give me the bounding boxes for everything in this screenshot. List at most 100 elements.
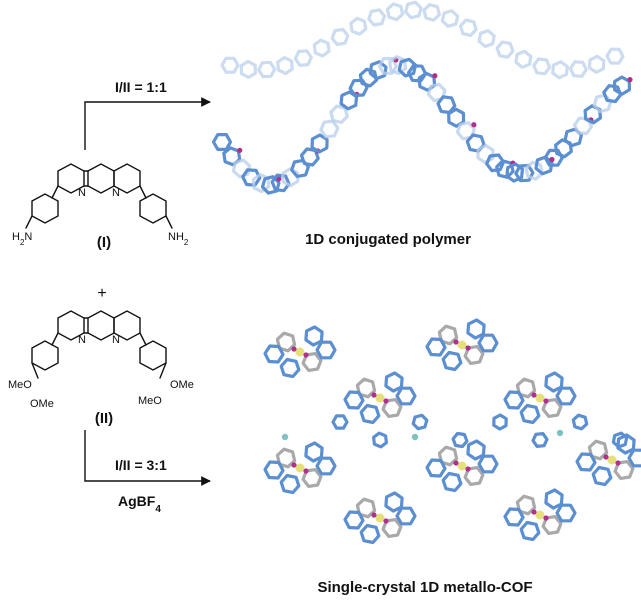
- polymer-ring: [281, 167, 300, 188]
- polymer-ring: [592, 93, 613, 114]
- cof-nitrogen-atom: [543, 398, 549, 404]
- cof-nitrogen-atom: [383, 518, 389, 524]
- cof-linker-ring: [411, 413, 429, 431]
- polymer-ring: [514, 163, 535, 183]
- cof-linker-ring: [331, 414, 349, 430]
- cof-nitrogen-atom: [465, 466, 471, 472]
- cof-blue-ring: [477, 454, 499, 474]
- cof-silver-atom: [457, 340, 467, 350]
- cof-grey-ring: [437, 445, 459, 467]
- polymer-ring: [348, 78, 369, 98]
- monomer-II-acetal-right-2: OMe: [170, 379, 194, 391]
- polymer-ring: [367, 8, 387, 27]
- metallo-cof-structure-render: [263, 318, 641, 545]
- cof-silver-atom: [375, 393, 385, 403]
- monomer-II-acetal-left-1: MeO: [8, 379, 32, 391]
- top-reaction-arrow: [84, 97, 211, 150]
- polymer-ring: [231, 158, 252, 179]
- polymer-ring: [568, 60, 588, 78]
- cof-nitrogen-atom: [615, 460, 621, 466]
- cof-nitrogen-atom: [371, 392, 377, 398]
- cof-linker-ring: [531, 432, 549, 448]
- cof-blue-ring: [466, 439, 486, 461]
- polymer-ring: [495, 40, 515, 59]
- polymer-ring: [505, 162, 525, 183]
- polymer-ring: [276, 55, 294, 76]
- monomer-I-N-right: N: [112, 187, 120, 199]
- cof-silver-atom: [295, 347, 305, 357]
- cof-blue-ring: [395, 386, 417, 406]
- cof-silver-atom: [535, 510, 545, 520]
- cof-nitrogen-atom: [291, 346, 297, 352]
- polymer-ring: [447, 107, 466, 128]
- polymer-ring: [440, 9, 460, 28]
- polymer-ring: [532, 57, 552, 76]
- polymer-ring: [605, 47, 625, 65]
- polymer-ring: [458, 18, 478, 38]
- cof-blue-ring: [384, 491, 404, 513]
- polymer-ring: [358, 67, 378, 88]
- cof-blue-ring: [555, 386, 577, 406]
- cof-grey-ring: [515, 377, 537, 399]
- polymer-ring: [385, 2, 405, 22]
- polymer-ring: [455, 121, 476, 141]
- polymer-nitrogen-atom: [471, 122, 477, 128]
- polymer-nitrogen-atom: [276, 176, 282, 182]
- polymer-ring: [319, 119, 340, 139]
- polymer-ring: [290, 158, 310, 178]
- reagent-label: AgBF4: [118, 493, 161, 515]
- cof-grey-ring: [437, 324, 459, 346]
- cof-blue-ring: [425, 337, 447, 357]
- monomer-I-amine-left: H2N: [12, 231, 32, 247]
- cof-blue-ring: [359, 403, 381, 425]
- polymer-ring: [241, 168, 262, 187]
- cof-grey-ring: [515, 494, 537, 516]
- monomer-II-N-right: N: [112, 334, 120, 346]
- polymer-ring: [572, 116, 594, 136]
- cof-blue-ring: [279, 357, 301, 379]
- polymer-ring: [368, 60, 388, 81]
- cof-nitrogen-atom: [303, 468, 309, 474]
- cof-grey-ring: [275, 447, 297, 469]
- bottom-reaction-arrow: [84, 430, 211, 486]
- polymer-ring: [239, 59, 257, 80]
- monomer-I-label: (I): [97, 234, 111, 251]
- cof-blue-ring: [544, 371, 564, 393]
- cof-blue-ring: [263, 460, 285, 480]
- polymer-ring: [602, 84, 623, 104]
- cof-nitrogen-atom: [531, 392, 537, 398]
- polymer-ring: [293, 49, 313, 67]
- cof-blue-ring: [544, 488, 564, 510]
- polymer-ring: [211, 133, 233, 151]
- polymer-ring: [563, 127, 584, 148]
- cof-blue-ring: [441, 471, 463, 493]
- cof-blue-ring: [304, 441, 324, 463]
- polymer-ring: [312, 38, 331, 58]
- polymer-nitrogen-atom: [627, 77, 633, 83]
- polymer-ring: [330, 27, 350, 47]
- cof-silver-atom: [295, 463, 305, 473]
- cof-nitrogen-atom: [371, 512, 377, 518]
- cof-nitrogen-atom: [531, 509, 537, 515]
- polymer-nitrogen-atom: [549, 156, 555, 163]
- polymer-nitrogen-atom: [237, 147, 243, 153]
- metallo-cof-caption: Single-crystal 1D metallo-COF: [317, 579, 532, 596]
- cof-blue-ring: [359, 523, 381, 545]
- cof-linker-ring: [492, 413, 508, 431]
- polymer-caption: 1D conjugated polymer: [305, 231, 471, 248]
- cof-linker-ring: [571, 413, 589, 431]
- cof-blue-ring: [519, 403, 541, 425]
- cof-nitrogen-atom: [453, 460, 459, 466]
- polymer-ring: [329, 104, 349, 125]
- cof-nitrogen-atom: [603, 454, 609, 460]
- polymer-ring: [543, 148, 564, 167]
- cof-blue-ring: [315, 456, 337, 476]
- cof-blue-ring: [575, 452, 597, 472]
- polymer-ring: [485, 153, 506, 173]
- cof-blue-ring: [503, 390, 525, 410]
- polymer-nitrogen-atom: [432, 73, 438, 79]
- cof-blue-ring: [425, 458, 447, 478]
- cof-blue-ring: [503, 507, 525, 527]
- cof-silver-atom: [375, 513, 385, 523]
- cof-blue-ring: [304, 325, 324, 347]
